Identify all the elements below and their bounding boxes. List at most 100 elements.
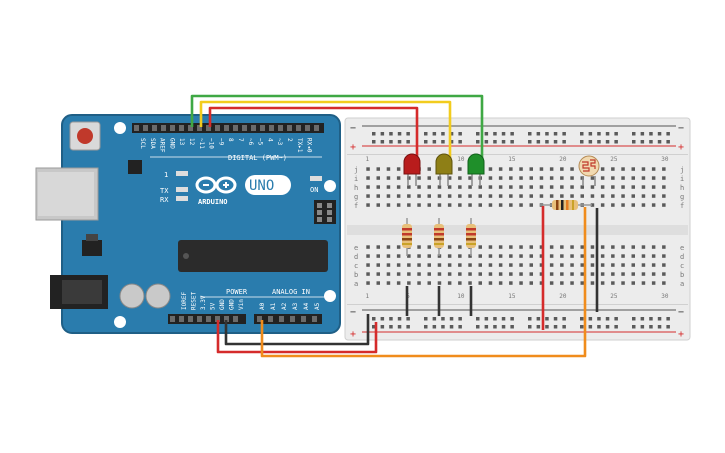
rail-hole[interactable] bbox=[458, 325, 462, 329]
terminal-hole[interactable] bbox=[458, 245, 462, 249]
terminal-hole[interactable] bbox=[478, 185, 483, 189]
orange-wire-a0[interactable] bbox=[260, 207, 587, 358]
terminal-hole[interactable] bbox=[600, 185, 605, 189]
rail-hole[interactable] bbox=[449, 317, 454, 321]
reset-button[interactable] bbox=[77, 128, 93, 144]
terminal-hole[interactable] bbox=[662, 245, 666, 249]
terminal-hole[interactable] bbox=[631, 245, 636, 249]
photoresistor[interactable] bbox=[578, 155, 600, 186]
rail-hole[interactable] bbox=[666, 132, 670, 136]
terminal-hole[interactable] bbox=[468, 203, 472, 207]
terminal-hole[interactable] bbox=[539, 281, 544, 285]
terminal-hole[interactable] bbox=[498, 167, 503, 171]
rail-hole[interactable] bbox=[649, 132, 653, 136]
terminal-hole[interactable] bbox=[600, 203, 605, 207]
header-pin[interactable] bbox=[268, 316, 273, 322]
rail-hole[interactable] bbox=[597, 325, 601, 329]
yellow-wire[interactable] bbox=[199, 100, 452, 160]
rail-hole[interactable] bbox=[424, 317, 428, 321]
terminal-hole[interactable] bbox=[488, 254, 493, 258]
rail-hole[interactable] bbox=[562, 317, 566, 321]
terminal-hole[interactable] bbox=[631, 167, 636, 171]
terminal-hole[interactable] bbox=[560, 176, 564, 180]
terminal-hole[interactable] bbox=[611, 194, 615, 198]
header-pin[interactable] bbox=[188, 316, 193, 322]
header-pin[interactable] bbox=[233, 316, 238, 322]
terminal-hole[interactable] bbox=[662, 254, 666, 258]
terminal-hole[interactable] bbox=[590, 263, 595, 267]
terminal-hole[interactable] bbox=[539, 272, 544, 276]
terminal-hole[interactable] bbox=[662, 176, 666, 180]
header-pin[interactable] bbox=[206, 125, 211, 131]
rail-hole[interactable] bbox=[372, 140, 376, 144]
terminal-hole[interactable] bbox=[651, 281, 656, 285]
rail-hole[interactable] bbox=[649, 317, 653, 321]
rail-hole[interactable] bbox=[484, 140, 489, 144]
terminal-hole[interactable] bbox=[631, 194, 636, 198]
rail-hole[interactable] bbox=[553, 132, 558, 136]
terminal-hole[interactable] bbox=[519, 194, 523, 198]
terminal-hole[interactable] bbox=[590, 194, 595, 198]
terminal-hole[interactable] bbox=[396, 272, 401, 276]
rail-hole[interactable] bbox=[484, 317, 489, 321]
terminal-hole[interactable] bbox=[427, 176, 432, 180]
terminal-hole[interactable] bbox=[641, 263, 646, 267]
terminal-hole[interactable] bbox=[427, 185, 432, 189]
header-pin[interactable] bbox=[279, 316, 284, 322]
terminal-hole[interactable] bbox=[376, 203, 381, 207]
terminal-hole[interactable] bbox=[641, 194, 646, 198]
red-wire-5v[interactable] bbox=[216, 320, 378, 354]
terminal-hole[interactable] bbox=[417, 281, 421, 285]
terminal-hole[interactable] bbox=[519, 245, 523, 249]
terminal-hole[interactable] bbox=[427, 203, 432, 207]
terminal-hole[interactable] bbox=[468, 185, 472, 189]
terminal-hole[interactable] bbox=[447, 272, 452, 276]
terminal-hole[interactable] bbox=[396, 254, 401, 258]
terminal-hole[interactable] bbox=[519, 272, 523, 276]
terminal-hole[interactable] bbox=[417, 263, 421, 267]
terminal-hole[interactable] bbox=[621, 185, 625, 189]
header-pin[interactable] bbox=[257, 316, 262, 322]
rail-hole[interactable] bbox=[528, 317, 532, 321]
rail-hole[interactable] bbox=[380, 140, 385, 144]
black-wire-gnd[interactable] bbox=[224, 314, 370, 346]
terminal-hole[interactable] bbox=[417, 272, 421, 276]
terminal-hole[interactable] bbox=[488, 203, 493, 207]
header-pin[interactable] bbox=[179, 125, 184, 131]
terminal-hole[interactable] bbox=[366, 167, 370, 171]
rail-hole[interactable] bbox=[493, 325, 497, 329]
terminal-hole[interactable] bbox=[529, 245, 534, 249]
terminal-hole[interactable] bbox=[478, 254, 483, 258]
terminal-hole[interactable] bbox=[427, 245, 432, 249]
terminal-hole[interactable] bbox=[407, 194, 411, 198]
rail-hole[interactable] bbox=[614, 325, 618, 329]
rail-hole[interactable] bbox=[389, 140, 393, 144]
rail-hole[interactable] bbox=[432, 325, 437, 329]
terminal-hole[interactable] bbox=[560, 167, 564, 171]
terminal-hole[interactable] bbox=[560, 185, 564, 189]
terminal-hole[interactable] bbox=[590, 281, 595, 285]
terminal-hole[interactable] bbox=[651, 254, 656, 258]
terminal-hole[interactable] bbox=[427, 272, 432, 276]
rail-hole[interactable] bbox=[632, 132, 636, 136]
header-pin[interactable] bbox=[287, 125, 292, 131]
terminal-hole[interactable] bbox=[468, 194, 472, 198]
rail-hole[interactable] bbox=[545, 132, 549, 136]
rail-hole[interactable] bbox=[441, 132, 445, 136]
terminal-hole[interactable] bbox=[519, 281, 523, 285]
terminal-hole[interactable] bbox=[570, 272, 574, 276]
rail-hole[interactable] bbox=[424, 132, 428, 136]
terminal-hole[interactable] bbox=[407, 254, 411, 258]
rail-hole[interactable] bbox=[406, 325, 410, 329]
header-pin[interactable] bbox=[170, 125, 175, 131]
terminal-hole[interactable] bbox=[519, 263, 523, 267]
terminal-hole[interactable] bbox=[468, 263, 472, 267]
header-pin[interactable] bbox=[215, 125, 220, 131]
terminal-hole[interactable] bbox=[478, 281, 483, 285]
rail-hole[interactable] bbox=[406, 132, 410, 136]
terminal-hole[interactable] bbox=[590, 272, 595, 276]
terminal-hole[interactable] bbox=[529, 194, 534, 198]
terminal-hole[interactable] bbox=[539, 245, 544, 249]
terminal-hole[interactable] bbox=[488, 176, 493, 180]
rail-hole[interactable] bbox=[493, 317, 497, 321]
